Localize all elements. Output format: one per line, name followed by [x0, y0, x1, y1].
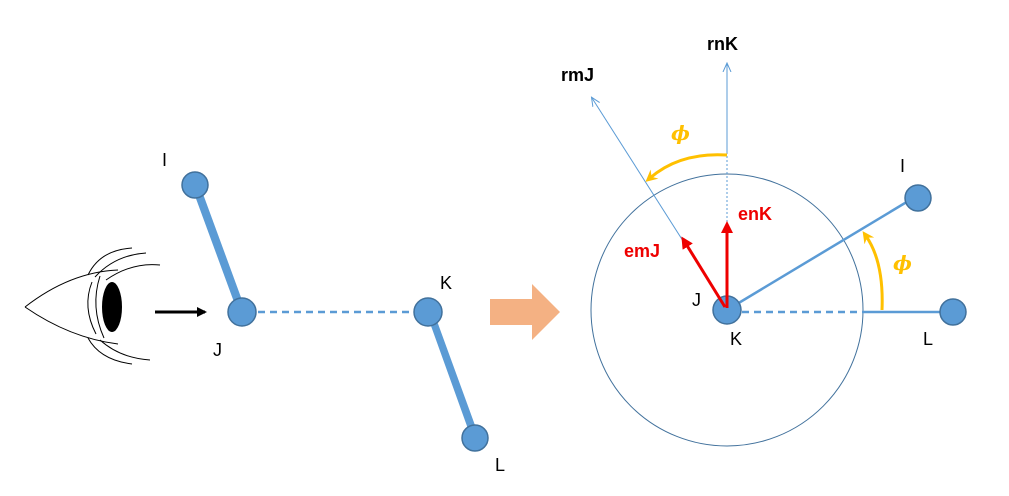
atom-K [413, 297, 443, 327]
right-view: rnK rmJ enK emJ ϕ ϕ I J K L [561, 34, 967, 447]
angle-arc-top [645, 153, 728, 182]
label-K-left: K [440, 273, 452, 293]
label-rnK: rnK [707, 34, 738, 54]
bond-K-I-right [736, 198, 911, 306]
atom-L [461, 424, 489, 452]
angle-arc-right [862, 231, 884, 311]
label-rmJ: rmJ [561, 65, 594, 85]
vector-emJ [681, 236, 727, 308]
label-I-right: I [900, 156, 905, 176]
label-K-right: K [730, 329, 742, 349]
left-view: I J K L [24, 150, 505, 475]
label-phi-right: ϕ [893, 251, 912, 275]
label-J-right: J [692, 290, 701, 310]
label-L-left: L [495, 455, 505, 475]
bond-I-J [191, 183, 246, 313]
label-I-left: I [162, 150, 167, 170]
label-L-right: L [923, 329, 933, 349]
atom-J [227, 297, 257, 327]
transition-arrow [490, 284, 560, 340]
bond-K-L [426, 310, 480, 440]
eye-icon [24, 247, 161, 365]
label-phi-top: ϕ [671, 121, 690, 145]
label-emJ: emJ [624, 241, 660, 261]
atom-L-right [939, 298, 967, 326]
atom-I [181, 171, 209, 199]
label-enK: enK [738, 204, 772, 224]
atom-I-right [904, 184, 932, 212]
label-J-left: J [213, 340, 222, 360]
